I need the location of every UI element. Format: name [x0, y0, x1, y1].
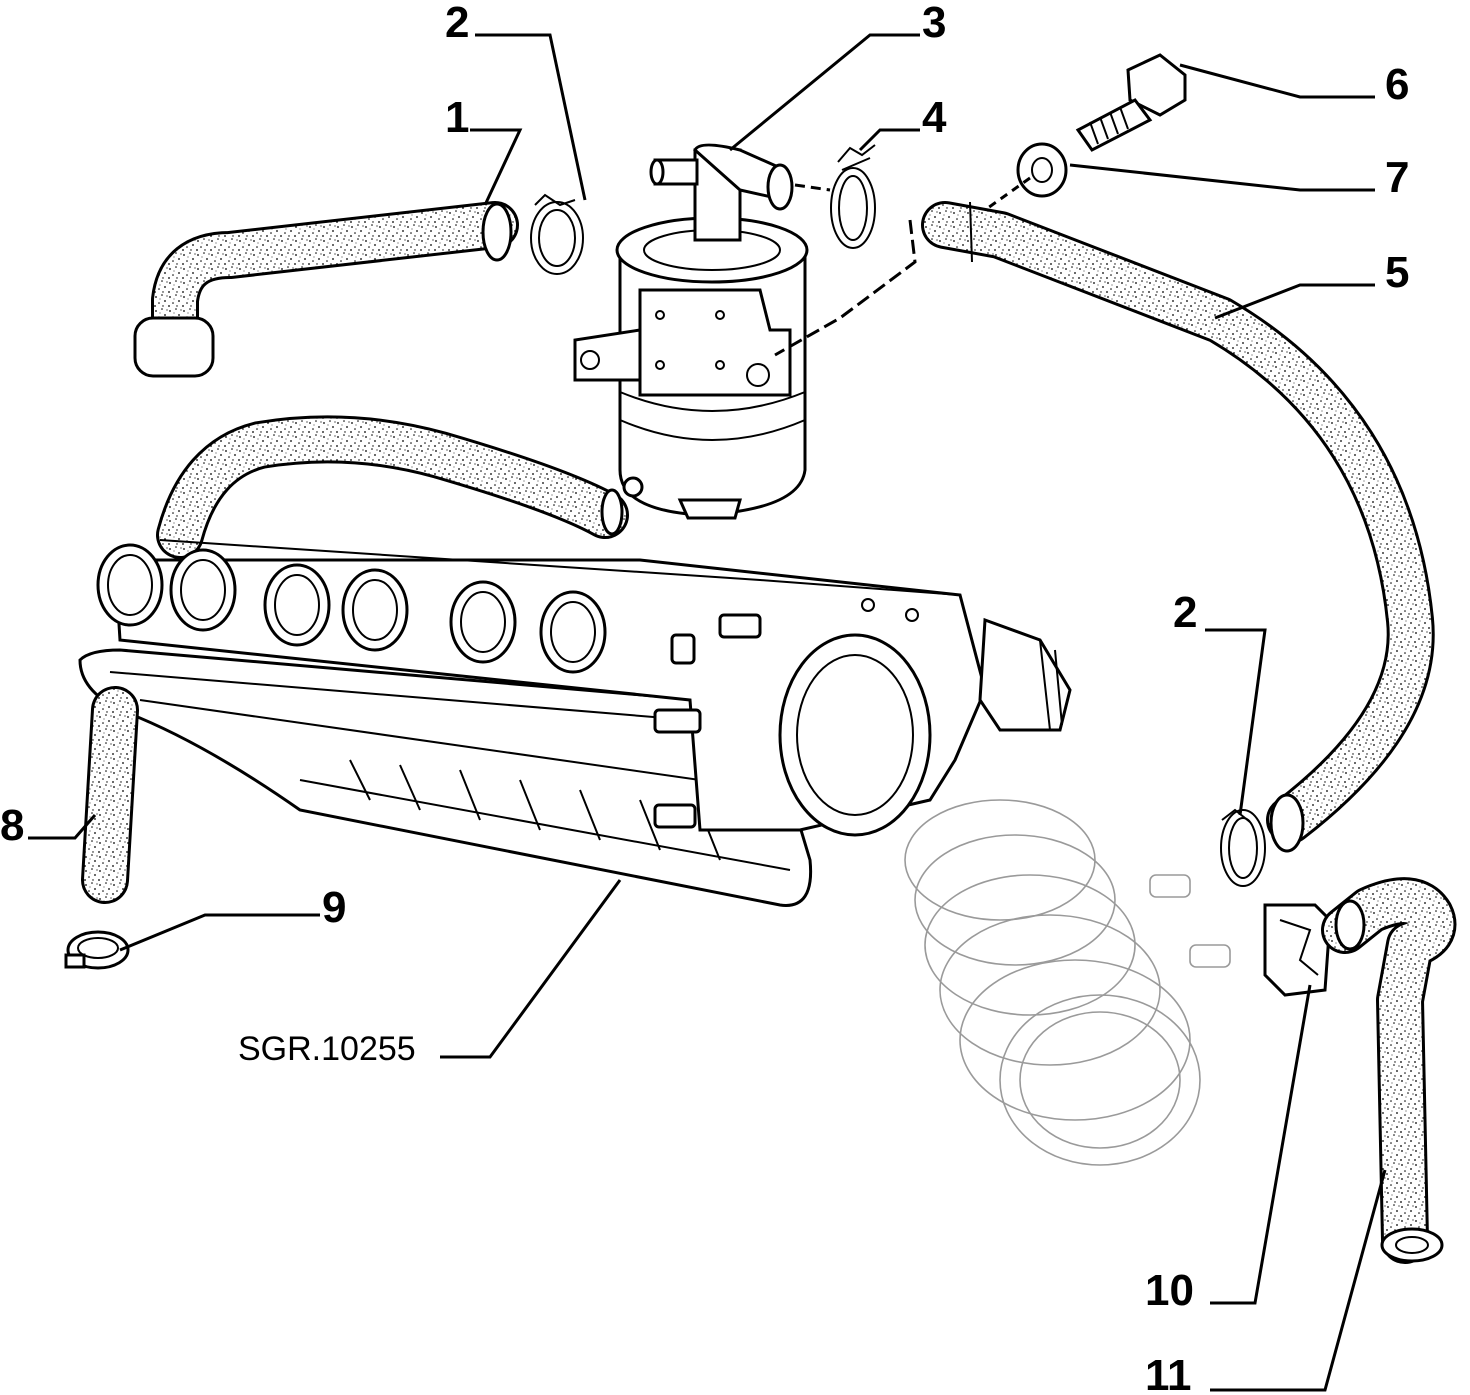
bolt-6: [1075, 53, 1187, 152]
callout-labels: 1 2 3 4 5 6 7 8 9 2 10 11 SGR.10255: [0, 0, 1409, 1395]
callout-11: 11: [1145, 1351, 1192, 1395]
callout-7: 7: [1385, 153, 1409, 202]
washer-7: [984, 142, 1068, 212]
callout-10: 10: [1145, 1266, 1194, 1315]
callout-8: 8: [0, 801, 24, 850]
hose-5: [774, 201, 1435, 853]
hose-8: [81, 686, 139, 904]
callout-3: 3: [922, 0, 946, 47]
clamp-2-top: [530, 193, 584, 275]
drawing-code: SGR.10255: [238, 1030, 416, 1068]
leader-lines: [28, 33, 1387, 1392]
grommet-10: [1263, 903, 1332, 997]
clamp-4: [830, 144, 876, 249]
air-intake-bellows: [904, 799, 1231, 1166]
callout-2-top: 2: [445, 0, 469, 47]
clamp-9: [64, 930, 130, 970]
callout-1: 1: [445, 93, 469, 142]
callout-9: 9: [322, 883, 346, 932]
hose-11: [1321, 877, 1457, 1264]
callout-2-right: 2: [1173, 588, 1197, 637]
hose-1: [133, 201, 519, 378]
callout-6: 6: [1385, 60, 1409, 109]
clamp-2-right: [1220, 808, 1266, 887]
callout-5: 5: [1385, 248, 1409, 297]
oil-separator: [573, 143, 831, 520]
breather-hose: [156, 415, 629, 559]
intake-manifold: [78, 539, 1072, 907]
callout-4: 4: [922, 93, 947, 142]
